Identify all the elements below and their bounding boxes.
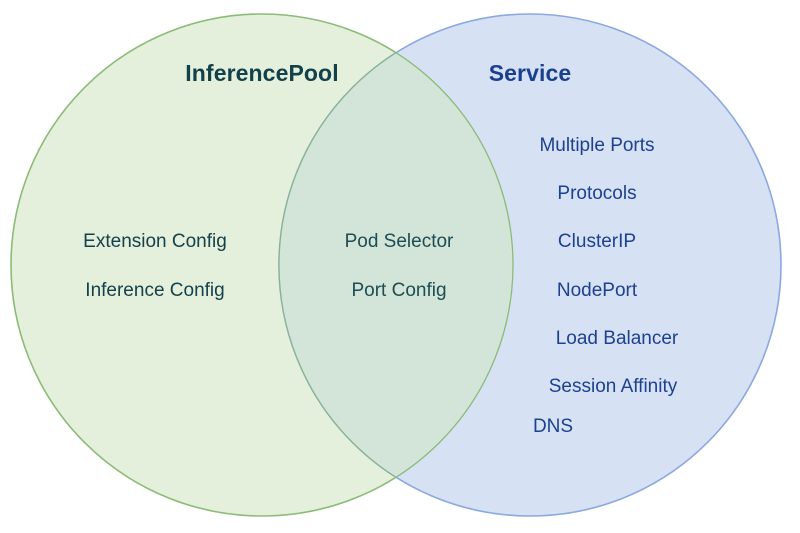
list-item: Port Config <box>351 280 447 301</box>
set-title-inferencepool: InferencePool <box>185 60 339 86</box>
list-item: Extension Config <box>83 231 227 252</box>
list-item: Session Affinity <box>548 376 678 397</box>
list-item: Inference Config <box>85 280 225 301</box>
list-item: DNS <box>532 416 574 437</box>
list-item: Pod Selector <box>344 231 454 252</box>
list-item: ClusterIP <box>557 231 637 252</box>
intersection-region[interactable] <box>278 14 781 516</box>
intersection-outline <box>279 14 514 516</box>
list-item: Load Balancer <box>555 328 679 349</box>
list-item: NodePort <box>556 280 638 301</box>
set-title-service: Service <box>488 60 572 86</box>
list-item: Protocols <box>557 183 637 204</box>
list-item: Multiple Ports <box>539 135 655 156</box>
